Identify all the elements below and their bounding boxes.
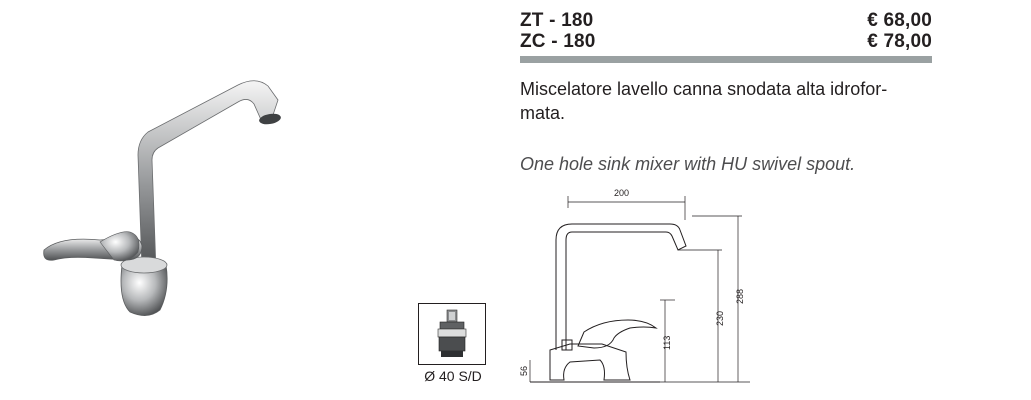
drawing-lever — [577, 319, 658, 349]
technical-drawing: 200 288 230 113 56 — [519, 188, 750, 383]
cartridge-icon — [437, 309, 467, 357]
dimension-label: 230 — [715, 311, 725, 326]
description-italian-line: Miscelatore lavello canna snodata alta i… — [520, 79, 888, 99]
dimension-label: 113 — [662, 336, 672, 350]
product-code: ZC - 180 — [520, 31, 596, 52]
product-price: € 68,00 — [867, 10, 932, 31]
cartridge-box — [418, 303, 486, 365]
dimension-label: 200 — [614, 188, 629, 198]
dimension-label: 56 — [519, 366, 529, 376]
cartridge-label: Ø 40 S/D — [424, 368, 482, 384]
product-row-zt: ZT - 180 € 68,00 — [520, 10, 932, 31]
description-english: One hole sink mixer with HU swivel spout… — [520, 154, 856, 174]
product-photo — [43, 80, 281, 316]
drawing-body — [549, 343, 631, 381]
product-price: € 78,00 — [867, 31, 932, 52]
drawing-spout — [555, 223, 687, 350]
product-code: ZT - 180 — [520, 10, 594, 31]
description-italian: Miscelatore lavello canna snodata alta i… — [520, 77, 940, 125]
drawing-nut — [561, 339, 573, 351]
description-italian-line: mata. — [520, 103, 566, 123]
dimension-label: 288 — [735, 289, 745, 304]
divider-bar — [520, 56, 932, 63]
product-row-zc: ZC - 180 € 78,00 — [520, 31, 932, 52]
